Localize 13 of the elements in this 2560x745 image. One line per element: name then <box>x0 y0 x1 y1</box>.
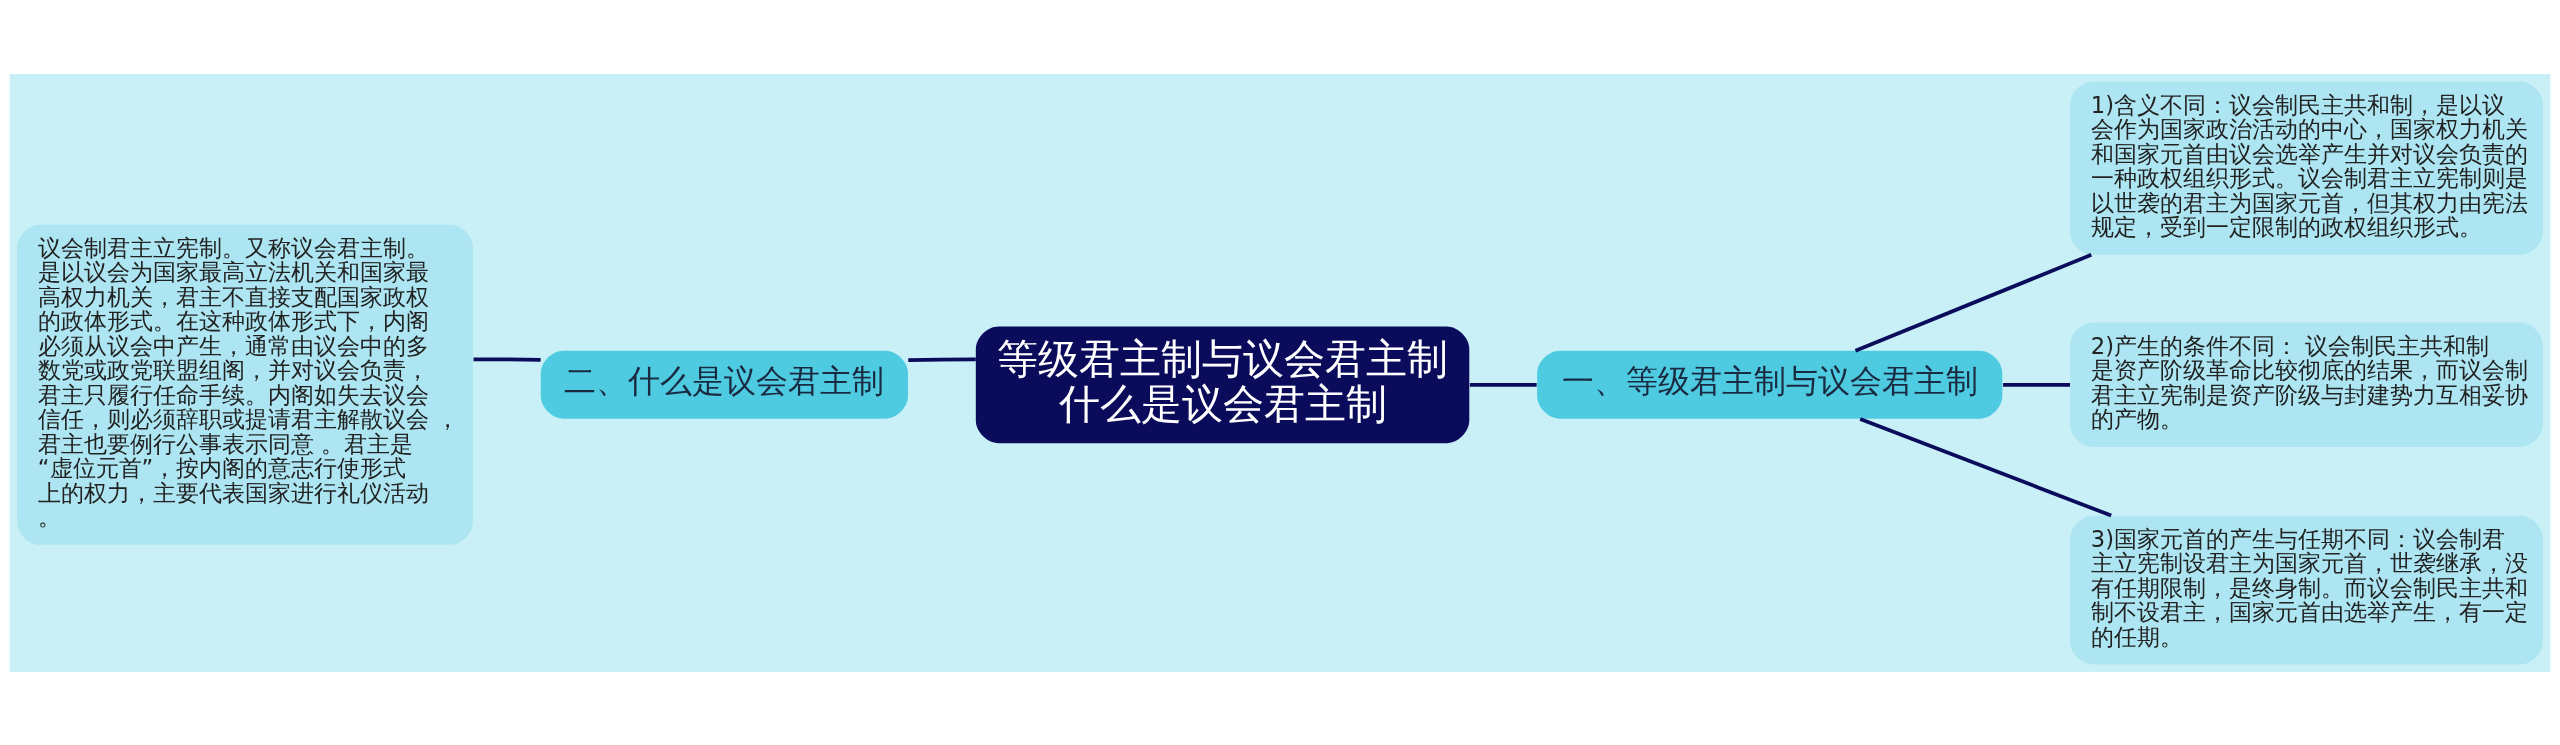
connector <box>1854 252 2093 352</box>
connector <box>908 356 976 362</box>
connector <box>1859 416 2112 517</box>
connector <box>1469 382 1537 387</box>
connector <box>473 356 541 362</box>
node-box: 一、等级君主制与议会君主制 <box>1537 350 2003 419</box>
connector <box>2003 382 2070 387</box>
node-box: 议会制君主立宪制。又称议会君主制。是以议会为国家最高立法机关和国家最高权力机关，君主不直接支配国家政权的政体形式。在这种政体形式下，内阁必须从议会中产生，通常由议会中的多数党或政党联盟组阁，并对议会负责，君主只履行任命手续。内阁如失去议会信任，则必须辞职或提请君主解散议会 ，君主也要例行公事表示同意 。君主是“虚位元首”，按内阁的意志行使形式上的权力，主要代表国家进行礼仪活动。 <box>17 224 473 545</box>
node-box: 1)含义不同：议会制民主共和制，是以议会作为国家政治活动的中心，国家权力机关和国家元首由议会选举产生并对议会负责的一种政权组织形式。议会制君主立宪制则是以世袭的君主为国家元首，但其权力由宪法规定，受到一定限制的政权组织形式。 <box>2070 81 2543 255</box>
node-box: 3)国家元首的产生与任期不同：议会制君主立宪制设君主为国家元首，世袭继承，没有任期限制，是终身制。而议会制民主共和制不设君主，国家元首由选举产生，有一定的任期。 <box>2070 515 2543 664</box>
node-box: 2)产生的条件不同： 议会制民主共和制是资产阶级革命比较彻底的结果，而议会制君主立宪制是资产阶级与封建势力互相妥协的产物。 <box>2070 322 2543 447</box>
node-box: 等级君主制与议会君主制什么是议会君主制 <box>975 325 1470 443</box>
node-box: 二、什么是议会君主制 <box>540 350 908 419</box>
